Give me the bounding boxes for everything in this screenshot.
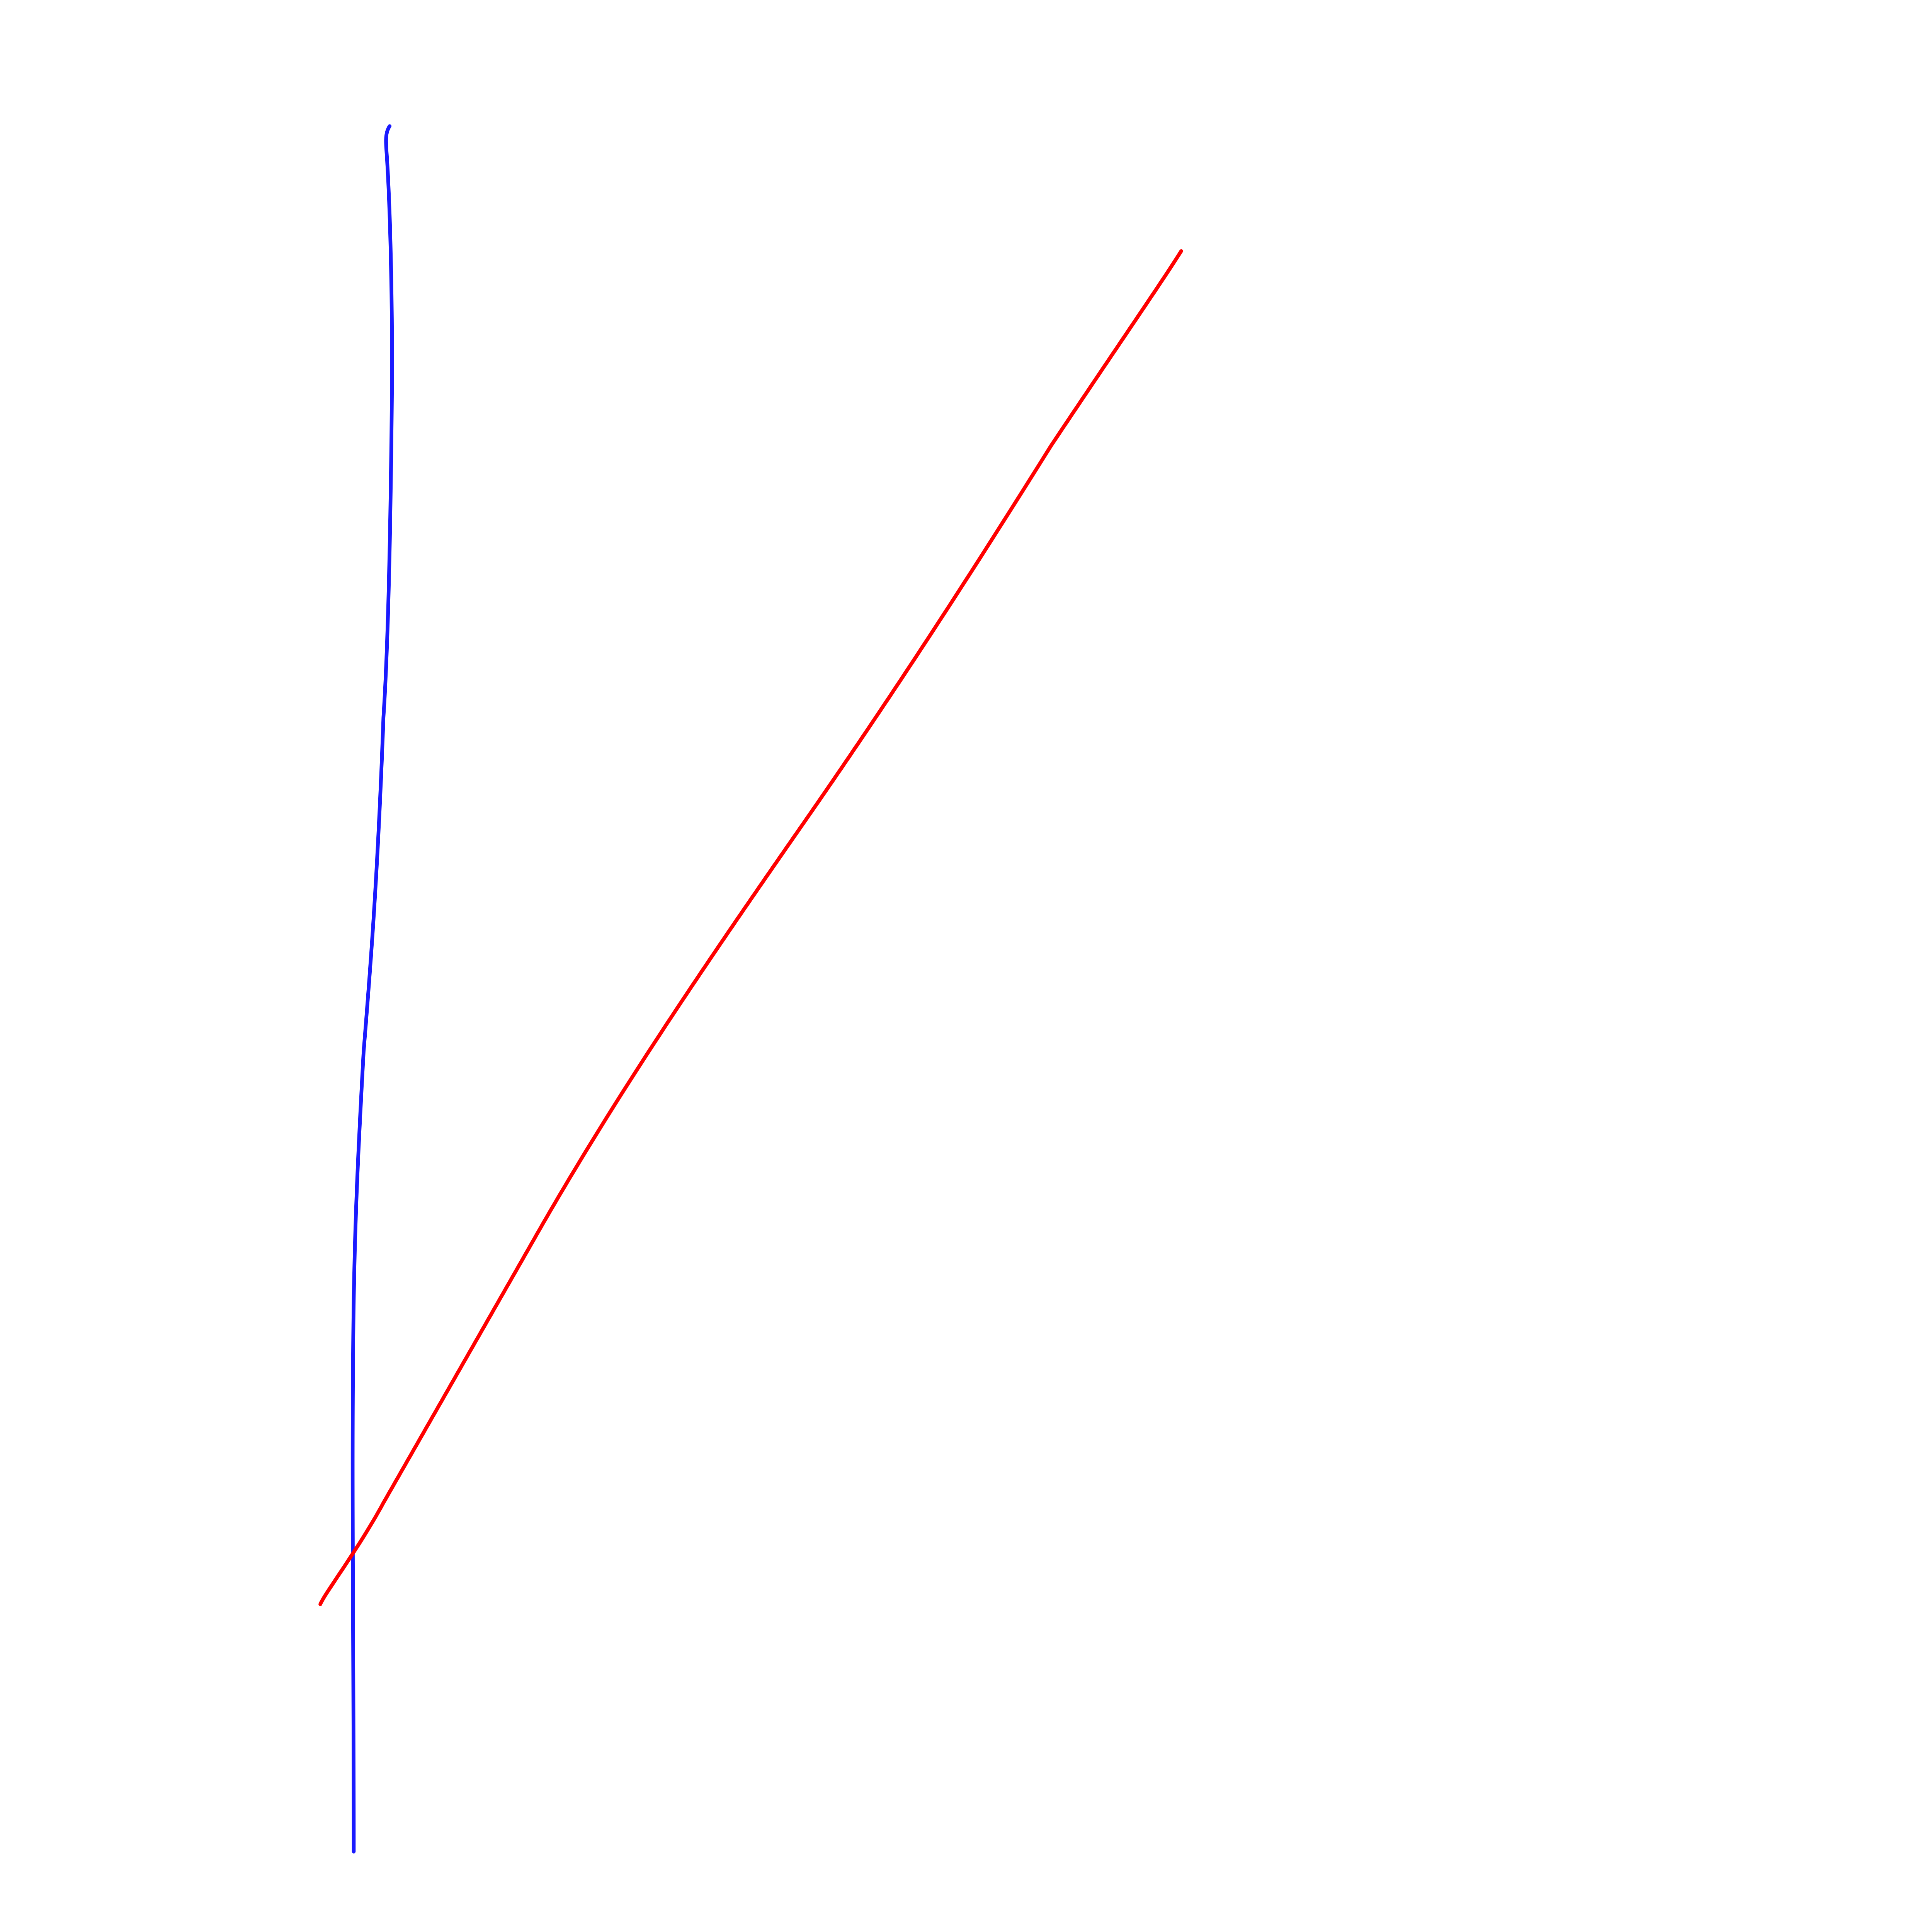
red-stroke bbox=[318, 249, 1183, 1606]
blue-stroke bbox=[350, 124, 394, 1854]
